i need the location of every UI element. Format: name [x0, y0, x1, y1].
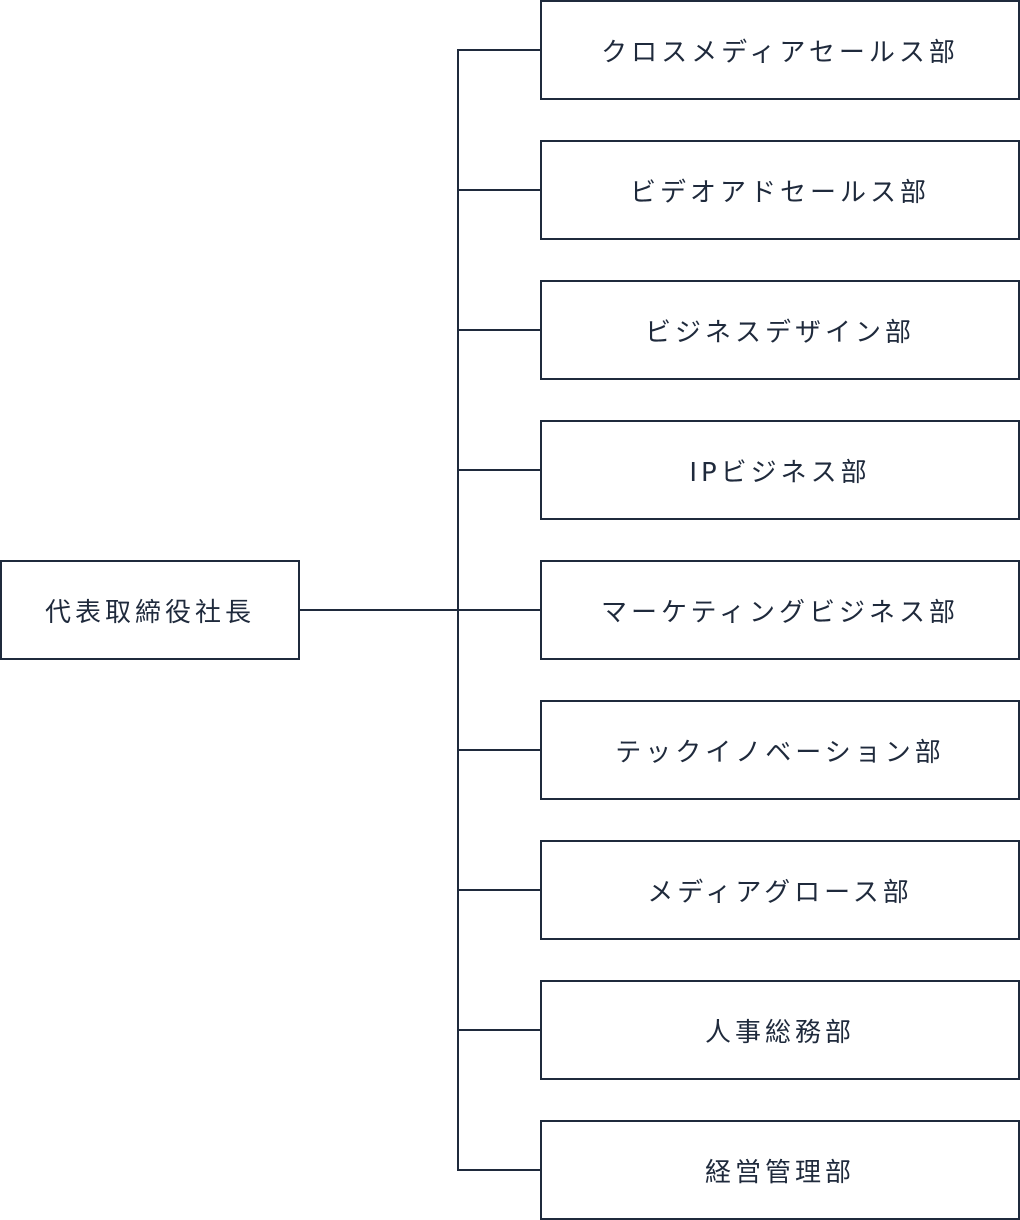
dept-node-tech-innovation: テックイノベーション部 [540, 700, 1020, 800]
dept-node-label: ビジネスデザイン部 [644, 317, 915, 348]
dept-node-ip-business: IPビジネス部 [540, 420, 1020, 520]
dept-node-video-ad-sales: ビデオアドセールス部 [540, 140, 1020, 240]
dept-node-marketing-business: マーケティングビジネス部 [540, 560, 1020, 660]
dept-node-label: 経営管理部 [704, 1157, 855, 1188]
dept-node-label: IPビジネス部 [689, 457, 871, 488]
root-node-label: 代表取締役社長 [44, 597, 255, 628]
root-node-ceo: 代表取締役社長 [0, 560, 300, 660]
dept-node-label: テックイノベーション部 [615, 737, 945, 768]
dept-node-business-design: ビジネスデザイン部 [540, 280, 1020, 380]
dept-node-label: メディアグロース部 [647, 877, 913, 908]
dept-node-media-growth: メディアグロース部 [540, 840, 1020, 940]
dept-node-label: クロスメディアセールス部 [601, 37, 959, 68]
dept-node-hr-general-affairs: 人事総務部 [540, 980, 1020, 1080]
dept-node-cross-media-sales: クロスメディアセールス部 [540, 0, 1020, 100]
dept-node-label: 人事総務部 [704, 1017, 855, 1048]
dept-node-label: ビデオアドセールス部 [629, 177, 930, 208]
dept-node-business-management: 経営管理部 [540, 1120, 1020, 1220]
dept-node-label: マーケティングビジネス部 [601, 597, 959, 628]
